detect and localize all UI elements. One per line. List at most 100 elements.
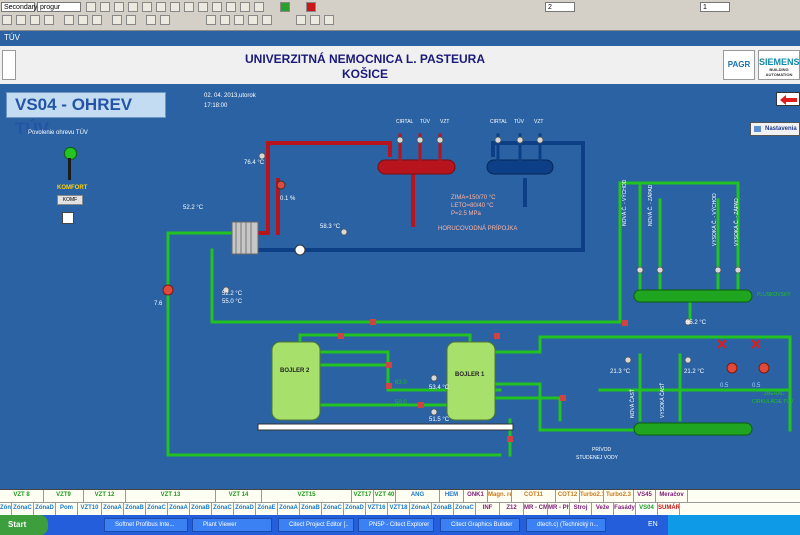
status-zone-22[interactable]: INF <box>476 503 500 515</box>
status-group-4[interactable]: VZT 14 <box>216 490 262 502</box>
toolbar-button[interactable] <box>198 2 208 12</box>
status-zone-23[interactable]: Z12 <box>500 503 524 515</box>
status-group-13[interactable]: COT12 <box>556 490 580 502</box>
taskbar-item[interactable]: Citect Project Editor [.. <box>278 518 354 532</box>
toolbar-button[interactable] <box>114 2 124 12</box>
status-zone-30[interactable]: SUMÁR <box>658 503 680 515</box>
status-zone-5[interactable]: ZónaA <box>102 503 124 515</box>
toolbar-button[interactable] <box>112 15 122 25</box>
toolbar-button[interactable] <box>128 2 138 12</box>
toolbar-button[interactable] <box>206 15 216 25</box>
status-zone-27[interactable]: Veže <box>592 503 614 515</box>
status-zone-19[interactable]: ZónaA <box>410 503 432 515</box>
toolbar-button[interactable] <box>2 15 12 25</box>
toolbar-button[interactable] <box>220 15 230 25</box>
status-zone-16[interactable]: ZónaD <box>344 503 366 515</box>
status-group-14[interactable]: Turbo2.1 <box>580 490 604 502</box>
status-zone-17[interactable]: VZT16 <box>366 503 388 515</box>
status-zone-3[interactable]: Pom <box>56 503 78 515</box>
taskbar-item[interactable]: PN5P - Citect Explorer <box>358 518 434 532</box>
switch-lever-icon[interactable] <box>68 158 71 180</box>
toolbar-button[interactable] <box>86 2 96 12</box>
status-zone-9[interactable]: ZónaB <box>190 503 212 515</box>
taskbar-item[interactable]: Plant Viewer <box>192 518 272 532</box>
taskbar-item[interactable]: dtech.c) (Technický n... <box>526 518 606 532</box>
status-zone-15[interactable]: ZónaC <box>322 503 344 515</box>
toolbar-button[interactable] <box>44 15 54 25</box>
toolbar-button[interactable] <box>254 2 264 12</box>
toolbar-button[interactable] <box>226 2 236 12</box>
status-zone-26[interactable]: Stroj <box>570 503 592 515</box>
toolbar-button[interactable] <box>100 2 110 12</box>
toolbar-field-1[interactable]: Secondary <box>1 2 37 12</box>
status-zone-12[interactable]: ZónaE <box>256 503 278 515</box>
toolbar-button[interactable] <box>160 15 170 25</box>
status-zone-6[interactable]: ZónaB <box>124 503 146 515</box>
status-group-16[interactable]: VS45 <box>634 490 656 502</box>
status-zone-28[interactable]: Fasády <box>614 503 636 515</box>
status-zone-25[interactable]: MR - Philips <box>548 503 570 515</box>
status-group-9[interactable]: HEM <box>440 490 464 502</box>
toolbar-button[interactable] <box>310 15 320 25</box>
status-zone-14[interactable]: ZónaB <box>300 503 322 515</box>
status-group-7[interactable]: VZT 40 <box>374 490 396 502</box>
status-group-0[interactable]: VZT 8 <box>0 490 44 502</box>
status-zone-18[interactable]: VZT18 <box>388 503 410 515</box>
stop-button[interactable] <box>306 2 316 12</box>
status-zone-2[interactable]: ZónaD <box>34 503 56 515</box>
toolbar-field-3[interactable]: 2 <box>545 2 575 12</box>
toolbar-button[interactable] <box>142 2 152 12</box>
status-group-12[interactable]: COT11 <box>512 490 556 502</box>
status-zone-7[interactable]: ZónaC <box>146 503 168 515</box>
mode-toggle-button[interactable] <box>62 212 74 224</box>
language-indicator[interactable]: EN <box>648 521 658 528</box>
toolbar-button[interactable] <box>234 15 244 25</box>
status-zone-29[interactable]: VS04 <box>636 503 658 515</box>
toolbar-button[interactable] <box>92 15 102 25</box>
toolbar-field-4[interactable]: 1 <box>700 2 730 12</box>
status-zone-0[interactable]: ZónaB <box>0 503 12 515</box>
status-zone-13[interactable]: ZónaA <box>278 503 300 515</box>
status-group-3[interactable]: VZT 13 <box>126 490 216 502</box>
status-group-10[interactable]: ONK1 <box>464 490 488 502</box>
mode-field[interactable]: KOMF <box>57 195 83 205</box>
status-group-17[interactable]: Meračov <box>656 490 688 502</box>
toolbar-button[interactable] <box>240 2 250 12</box>
status-zone-10[interactable]: ZónaC <box>212 503 234 515</box>
status-zone-20[interactable]: ZónaB <box>432 503 454 515</box>
toolbar-button[interactable] <box>126 15 136 25</box>
toolbar-button[interactable] <box>16 15 26 25</box>
go-button[interactable] <box>280 2 290 12</box>
toolbar-field-2[interactable]: progur <box>37 2 81 12</box>
toolbar-button[interactable] <box>212 2 222 12</box>
status-zone-1[interactable]: ZónaC <box>12 503 34 515</box>
settings-button[interactable]: Nastavenia <box>750 122 800 136</box>
toolbar-button[interactable] <box>262 15 272 25</box>
status-group-5[interactable]: VZT15 <box>262 490 352 502</box>
status-group-6[interactable]: VZT17 <box>352 490 374 502</box>
back-arrow-button[interactable] <box>776 92 800 106</box>
status-group-2[interactable]: VZT 12 <box>84 490 126 502</box>
toolbar-button[interactable] <box>156 2 166 12</box>
toolbar-button[interactable] <box>64 15 74 25</box>
toolbar-button[interactable] <box>324 15 334 25</box>
status-group-8[interactable]: ANG <box>396 490 440 502</box>
status-zone-8[interactable]: ZónaA <box>168 503 190 515</box>
status-zone-4[interactable]: VZT10 <box>78 503 102 515</box>
toolbar-button[interactable] <box>78 15 88 25</box>
toolbar-button[interactable] <box>296 15 306 25</box>
toolbar-button[interactable] <box>146 15 156 25</box>
toolbar-button[interactable] <box>30 15 40 25</box>
status-zone-24[interactable]: MR - CMed <box>524 503 548 515</box>
status-zone-21[interactable]: ZónaC <box>454 503 476 515</box>
start-button[interactable]: Start <box>0 515 48 535</box>
status-group-11[interactable]: Magn. rez. <box>488 490 512 502</box>
taskbar-item[interactable]: Citect Graphics Builder <box>440 518 520 532</box>
status-zone-11[interactable]: ZónaD <box>234 503 256 515</box>
toolbar-button[interactable] <box>248 15 258 25</box>
status-group-15[interactable]: Turbo2.3 <box>604 490 634 502</box>
status-group-1[interactable]: VZT9 <box>44 490 84 502</box>
toolbar-button[interactable] <box>184 2 194 12</box>
taskbar-item[interactable]: Softnet Profibus Inte... <box>104 518 188 532</box>
toolbar-button[interactable] <box>170 2 180 12</box>
